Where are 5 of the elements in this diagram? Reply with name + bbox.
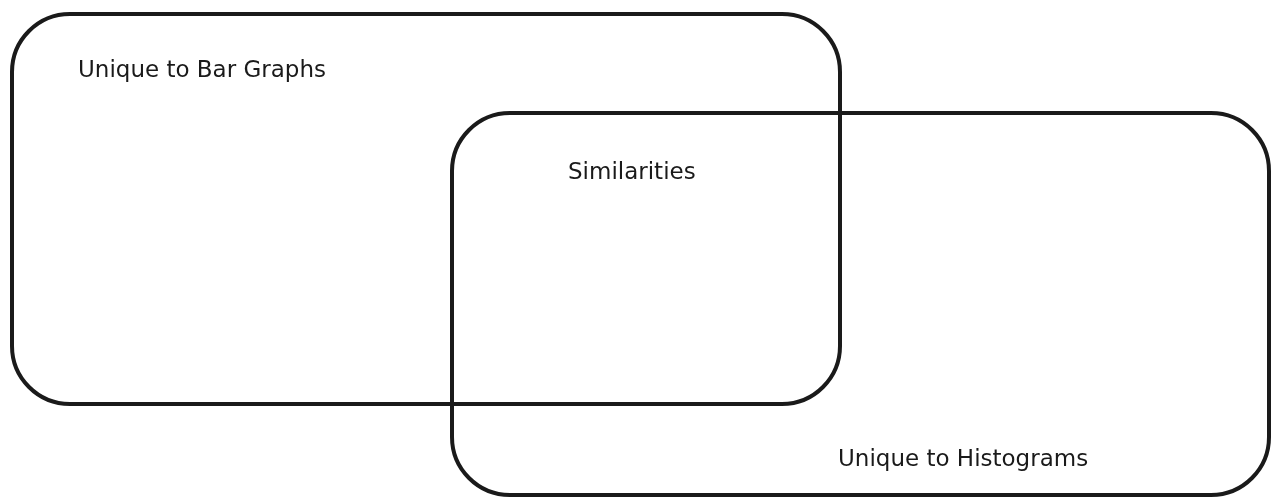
venn-region [450, 111, 1271, 497]
overlap-heading: Similarities [568, 158, 696, 184]
region-heading: Unique to Bar Graphs [78, 56, 326, 82]
venn-region [10, 12, 842, 406]
region-heading: Unique to Histograms [838, 445, 1089, 471]
